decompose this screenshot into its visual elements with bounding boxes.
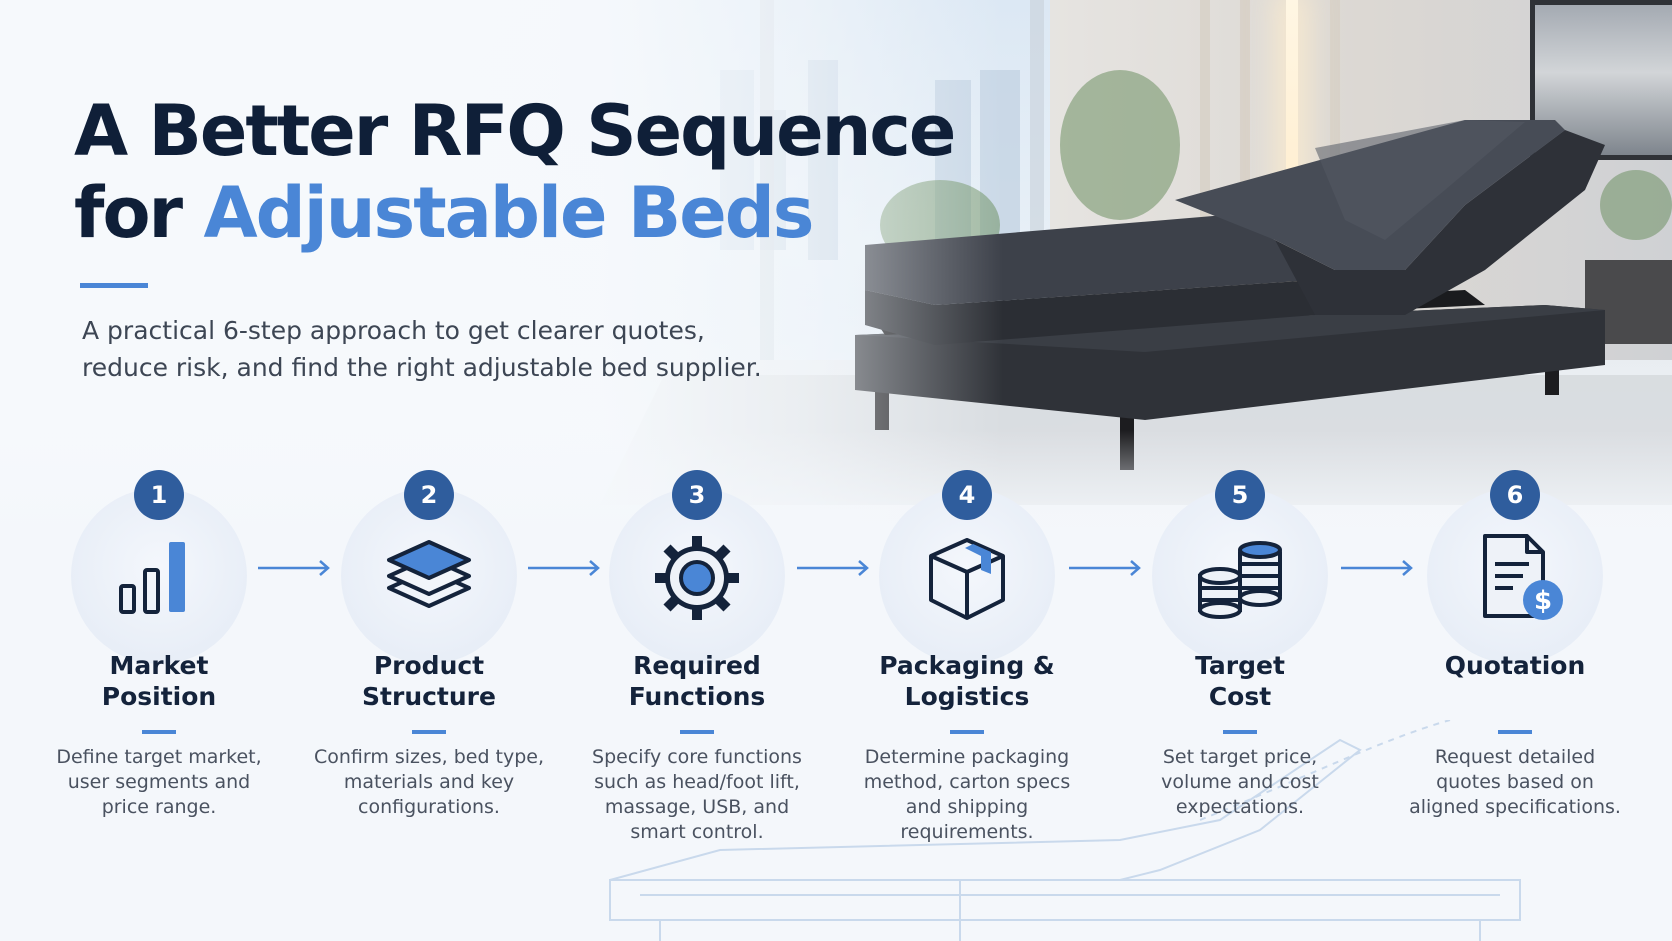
step-divider bbox=[680, 730, 714, 734]
step-title: Packaging & Logistics bbox=[879, 651, 1055, 711]
step-number-badge: 4 bbox=[942, 470, 992, 520]
step-divider bbox=[1498, 730, 1532, 734]
step-description: Define target market, user segments and … bbox=[56, 746, 262, 818]
title-line-2-prefix: for bbox=[74, 172, 204, 254]
step-title: Target Cost bbox=[1195, 651, 1285, 711]
step-number-badge: 5 bbox=[1215, 470, 1265, 520]
step-title: Product Structure bbox=[362, 651, 496, 711]
gear-icon bbox=[655, 536, 739, 620]
layers-icon bbox=[387, 540, 471, 608]
step-title: Quotation bbox=[1444, 651, 1586, 680]
arrow-right-icon bbox=[1341, 560, 1413, 576]
title-line-1: A Better RFQ Sequence bbox=[74, 90, 956, 172]
step-description: Specify core functions such as head/foot… bbox=[592, 746, 802, 843]
step-divider bbox=[950, 730, 984, 734]
title-line-2-accent: Adjustable Beds bbox=[203, 172, 814, 254]
svg-text:$: $ bbox=[1534, 586, 1552, 616]
invoice-dollar-icon: $ bbox=[1483, 534, 1563, 620]
step-title: Market Position bbox=[101, 651, 217, 711]
page-subtitle: A practical 6-step approach to get clear… bbox=[82, 316, 762, 382]
arrow-right-icon bbox=[1069, 560, 1141, 576]
step-divider bbox=[142, 730, 176, 734]
step-number-badge: 2 bbox=[404, 470, 454, 520]
steps-row: 1 Market Position Define target market, … bbox=[0, 470, 1672, 870]
step-divider bbox=[1223, 730, 1257, 734]
arrow-right-icon bbox=[797, 560, 869, 576]
step-description: Request detailed quotes based on aligned… bbox=[1409, 746, 1621, 818]
step-number-badge: 3 bbox=[672, 470, 722, 520]
step-description: Set target price, volume and cost expect… bbox=[1161, 746, 1319, 818]
arrow-right-icon bbox=[258, 560, 330, 576]
bottom-wash bbox=[0, 430, 1672, 941]
bar-chart-icon bbox=[119, 542, 185, 614]
bed-outline-drawing bbox=[609, 720, 1521, 941]
step-title: Required Functions bbox=[628, 651, 766, 711]
step-description: Confirm sizes, bed type, materials and k… bbox=[313, 746, 545, 818]
arrow-right-icon bbox=[528, 560, 600, 576]
step-description: Determine packaging method, carton specs… bbox=[863, 746, 1071, 843]
step-divider bbox=[412, 730, 446, 734]
step-number-badge: 1 bbox=[134, 470, 184, 520]
step-number-badge: 6 bbox=[1490, 470, 1540, 520]
package-box-icon bbox=[929, 538, 1005, 620]
coin-stacks-icon bbox=[1198, 541, 1282, 619]
title-underline bbox=[80, 283, 148, 288]
